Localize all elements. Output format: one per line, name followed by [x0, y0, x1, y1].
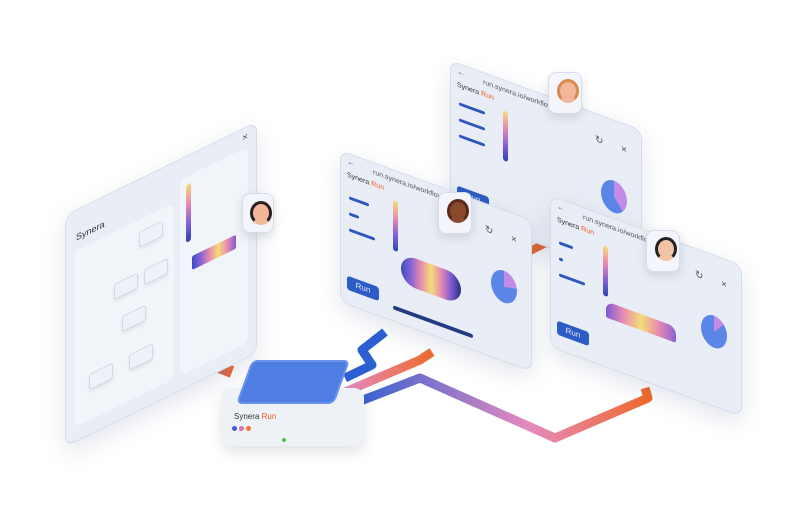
close-icon[interactable]: × [511, 233, 517, 247]
user-avatar [548, 72, 582, 114]
user-avatar [242, 193, 274, 233]
status-dot-pink [239, 426, 244, 431]
close-icon[interactable]: × [721, 278, 727, 292]
preview-panel [180, 146, 248, 376]
pie-chart [701, 310, 727, 353]
workflow-node[interactable] [114, 272, 138, 301]
pie-chart [601, 175, 627, 218]
workflow-node[interactable] [129, 343, 153, 371]
color-legend [186, 182, 191, 243]
close-icon[interactable]: × [621, 143, 627, 157]
node-graph-canvas[interactable] [74, 202, 174, 428]
run-button[interactable]: Run [557, 320, 589, 347]
user-avatar [646, 230, 680, 272]
beam-model [192, 234, 236, 271]
cylinder-model [401, 253, 461, 306]
workflow-node[interactable] [139, 220, 163, 248]
status-dot-blue [232, 426, 237, 431]
color-legend [503, 110, 508, 163]
workflow-node[interactable] [89, 362, 113, 391]
back-icon[interactable]: ← [557, 201, 565, 214]
back-icon[interactable]: ← [347, 156, 355, 169]
user-avatar [438, 192, 472, 234]
pie-chart [491, 265, 517, 308]
refresh-icon[interactable]: ↻ [695, 268, 704, 283]
color-legend [393, 200, 398, 253]
hub-logo: Synera Run [234, 412, 277, 421]
refresh-icon[interactable]: ↻ [595, 133, 604, 148]
run-button[interactable]: Run [347, 275, 379, 302]
refresh-icon[interactable]: ↻ [485, 223, 494, 238]
color-legend [603, 245, 608, 298]
status-dot-orange [246, 426, 251, 431]
workflow-node[interactable] [144, 257, 168, 286]
bridge-model [606, 301, 676, 343]
back-icon[interactable]: ← [457, 66, 465, 79]
hub-top-workflow [235, 360, 351, 404]
synera-run-hub: Synera Run [222, 360, 364, 448]
workflow-node[interactable] [122, 304, 146, 333]
power-led [282, 438, 286, 442]
close-icon[interactable]: × [242, 130, 248, 145]
